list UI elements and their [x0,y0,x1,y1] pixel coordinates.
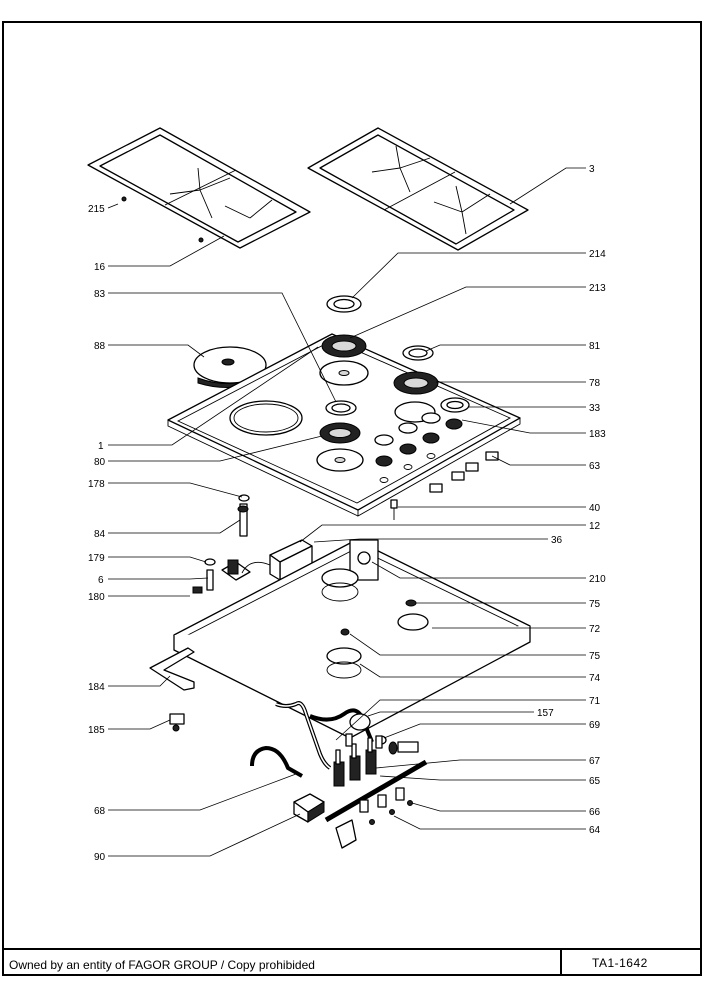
label-215: 215 [88,204,105,215]
label-65: 65 [589,776,601,787]
label-180: 180 [88,592,105,603]
label-3: 3 [589,164,595,175]
label-66: 66 [589,807,601,818]
leader-lines [107,167,586,857]
label-64: 64 [589,825,601,836]
label-184: 184 [88,682,105,693]
ring-214 [326,295,362,313]
ignition-module-12 [241,539,313,581]
hotplate-88 [193,346,267,389]
label-72: 72 [589,624,601,635]
pan-support-left [87,127,311,249]
exploded-parts-diagram: 215 16 3 214 213 83 88 81 78 33 183 1 80… [87,127,606,863]
label-1: 1 [98,441,104,452]
label-88: 88 [94,341,106,352]
electrode-40 [390,499,398,509]
label-71: 71 [589,696,601,707]
footer-bar: Owned by an entity of FAGOR GROUP / Copy… [2,948,702,976]
gas-taps-65 [333,733,383,787]
label-80: 80 [94,457,106,468]
label-214: 214 [589,249,606,260]
small-parts-left [192,494,251,594]
label-69: 69 [589,720,601,731]
label-67: 67 [589,756,601,767]
base-tray-210 [173,539,531,739]
label-78: 78 [589,378,601,389]
label-36: 36 [551,535,563,546]
label-210: 210 [589,574,606,585]
label-84: 84 [94,529,106,540]
label-16: 16 [94,262,106,273]
label-183: 183 [589,429,606,440]
label-75-upper: 75 [589,599,601,610]
ownership-notice: Owned by an entity of FAGOR GROUP / Copy… [9,958,315,972]
hob-top-1 [167,333,521,517]
label-74: 74 [589,673,601,684]
label-83: 83 [94,289,106,300]
callout-labels: 215 16 3 214 213 83 88 81 78 33 183 1 80… [88,164,606,863]
label-6: 6 [98,575,104,586]
label-185: 185 [88,725,105,736]
label-75-lower: 75 [589,651,601,662]
label-157: 157 [537,708,554,719]
drawing-frame [2,21,702,976]
label-63: 63 [589,461,601,472]
label-40: 40 [589,503,601,514]
bracket-184 [149,647,195,691]
label-68: 68 [94,806,106,817]
label-213: 213 [589,283,606,294]
drawing-code: TA1-1642 [592,956,648,970]
footer-divider [560,950,562,976]
pan-support-right [307,127,529,251]
junction-box-90 [293,793,325,823]
label-81: 81 [589,341,601,352]
label-178: 178 [88,479,105,490]
label-12: 12 [589,521,601,532]
clips-66-64 [335,787,413,849]
label-179: 179 [88,553,105,564]
clip-185 [169,713,185,732]
label-90: 90 [94,852,106,863]
label-33: 33 [589,403,601,414]
